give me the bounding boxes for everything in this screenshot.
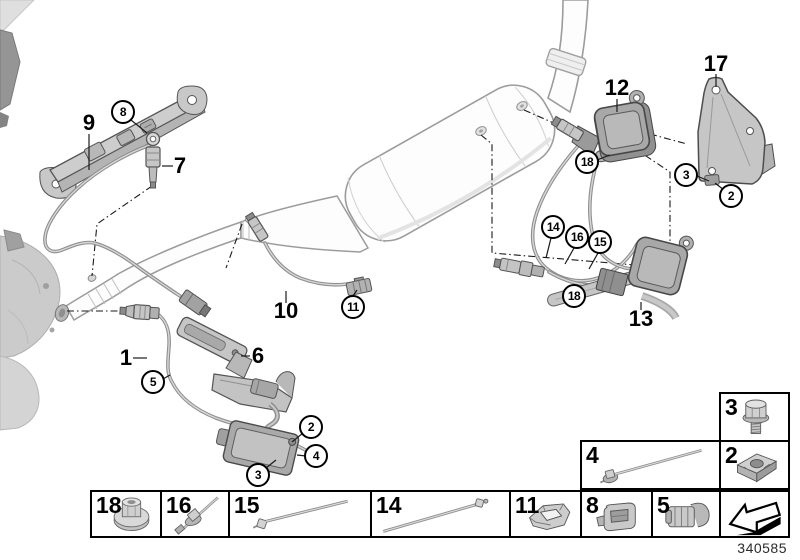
edge-clip-icon — [596, 502, 636, 532]
nox-sensor-13 — [493, 235, 694, 321]
continue-arrow-icon — [728, 501, 782, 536]
callout-leader-lines — [88, 74, 725, 469]
parts-box-11[interactable]: 11 — [509, 490, 582, 538]
diagram-number: 340585 — [737, 540, 787, 556]
bracket-17 — [697, 76, 776, 186]
part-label-1[interactable]: 1 — [119, 345, 133, 370]
callout-15[interactable]: 15 — [588, 230, 612, 254]
clamp-screw-icon — [174, 496, 219, 535]
parts-box-4[interactable]: 4 — [580, 440, 721, 490]
parts-box-18[interactable]: 18 — [90, 490, 162, 538]
cable-tie-icon — [252, 499, 349, 530]
cable-tie-icon — [599, 448, 702, 484]
cable-tie-long-icon — [382, 498, 489, 533]
callout-11[interactable]: 11 — [341, 295, 365, 319]
parts-box-15-number: 15 — [234, 492, 260, 518]
part-label-12[interactable]: 12 — [604, 75, 630, 100]
parts-box-5-number: 5 — [657, 492, 670, 518]
callout-18-lower[interactable]: 18 — [562, 284, 586, 308]
parts-box-11-number: 11 — [515, 492, 540, 518]
parts-box-8-number: 8 — [586, 492, 599, 518]
parts-box-14[interactable]: 14 — [370, 490, 511, 538]
part-label-9[interactable]: 9 — [82, 110, 96, 135]
callout-2-left[interactable]: 2 — [299, 415, 323, 439]
part-label-6[interactable]: 6 — [251, 343, 265, 368]
cable-clip-icon — [528, 503, 571, 531]
part-label-10[interactable]: 10 — [273, 298, 299, 323]
part-label-13[interactable]: 13 — [628, 306, 654, 331]
lambda-sensor-1 — [119, 304, 160, 321]
callout-3-right[interactable]: 3 — [674, 163, 698, 187]
plastic-nut-icon — [113, 497, 150, 531]
callout-16[interactable]: 16 — [565, 225, 589, 249]
sensor-10-cable — [263, 241, 349, 287]
parts-box-5[interactable]: 5 — [651, 490, 721, 538]
sensor-10-connector — [345, 276, 373, 296]
parts-box-18-number: 18 — [96, 492, 122, 518]
parts-box-14-number: 14 — [376, 492, 402, 518]
lambda-sensor-7 — [145, 131, 161, 189]
muffler — [240, 84, 556, 253]
cage-nut-icon — [736, 453, 778, 483]
parts-box-16-number: 16 — [166, 492, 192, 518]
parts-box-4-number: 4 — [586, 442, 599, 468]
hex-bolt-icon — [742, 399, 770, 435]
temp-sensor-10 — [244, 211, 269, 242]
callout-3-left[interactable]: 3 — [246, 463, 270, 487]
holder-clip-icon — [665, 502, 710, 528]
sensor-7-connector — [178, 289, 212, 318]
part-label-17[interactable]: 17 — [703, 51, 729, 76]
parts-box-3-number: 3 — [725, 394, 738, 420]
parts-box-15[interactable]: 15 — [228, 490, 372, 538]
callout-8[interactable]: 8 — [111, 100, 135, 124]
transmission-silhouette — [0, 0, 61, 431]
callout-14[interactable]: 14 — [541, 215, 565, 239]
parts-box-8[interactable]: 8 — [580, 490, 653, 538]
parts-box-16[interactable]: 16 — [160, 490, 230, 538]
part-label-7[interactable]: 7 — [173, 153, 187, 178]
callout-4-left[interactable]: 4 — [304, 444, 328, 468]
rear-exhaust-pipe — [545, 0, 589, 114]
callout-5[interactable]: 5 — [141, 370, 165, 394]
parts-box-2-number: 2 — [725, 442, 738, 468]
control-module — [215, 420, 300, 476]
parts-box-2[interactable]: 2 — [719, 440, 790, 490]
parts-box-3[interactable]: 3 — [719, 392, 790, 442]
bracket-6-assembly — [176, 316, 296, 440]
callout-18-upper[interactable]: 18 — [575, 150, 599, 174]
bracket-9 — [39, 85, 208, 199]
front-exhaust-pipe — [54, 220, 242, 322]
sensor-7-cable — [43, 143, 182, 298]
callout-2-right[interactable]: 2 — [719, 184, 743, 208]
continue-arrow-box[interactable] — [719, 490, 790, 538]
